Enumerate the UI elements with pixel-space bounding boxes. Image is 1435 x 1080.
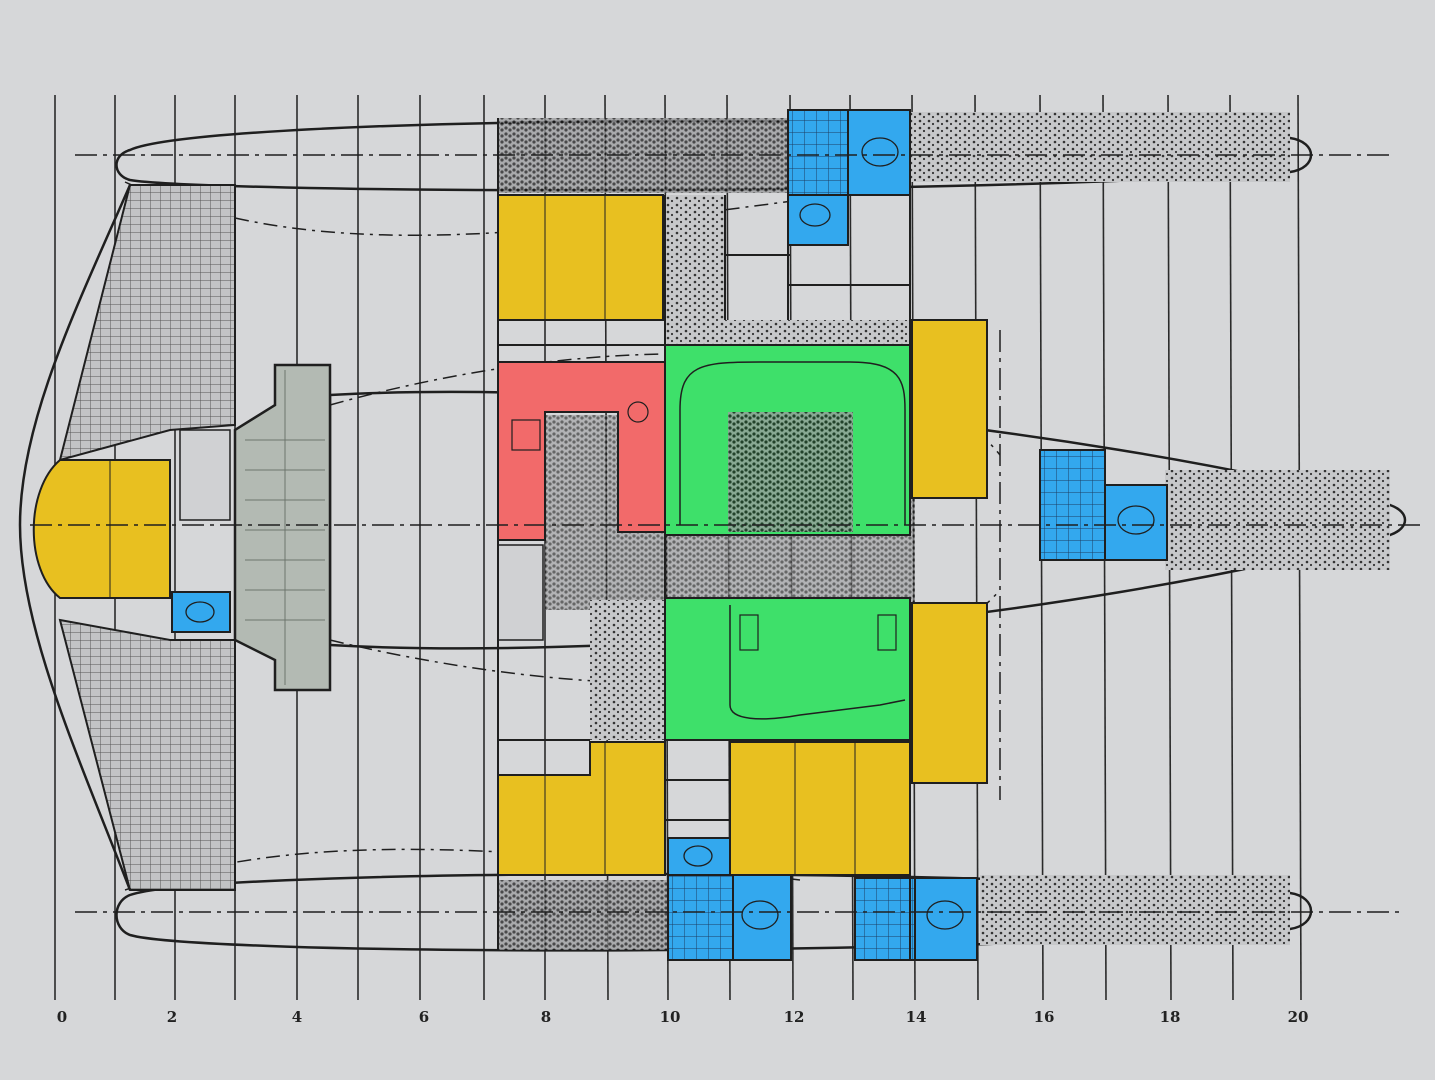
station-line — [974, 94, 979, 1001]
bulkheads — [497, 110, 911, 960]
station-label: 18 — [1160, 1008, 1181, 1026]
aft-steps — [497, 544, 544, 641]
station-label: 0 — [57, 1008, 67, 1026]
berths — [32, 194, 988, 876]
cockpit-structure — [233, 363, 332, 692]
centre-head-shower — [1039, 449, 1106, 561]
centre-hull-forepeak — [1165, 470, 1390, 570]
nav-seat — [739, 614, 759, 651]
station-label: 10 — [660, 1008, 681, 1026]
starboard-fwd-head-shower — [854, 877, 916, 961]
galley-stove-burner — [627, 401, 649, 423]
galley-sink — [511, 419, 541, 451]
bridgedeck-dashed-curve-top — [329, 353, 1001, 456]
port-cabin-berth — [497, 194, 664, 321]
aft-wing-deck — [18, 184, 236, 891]
station-label: 16 — [1034, 1008, 1055, 1026]
wing-deck-upper — [58, 184, 236, 462]
port-head-shower — [787, 109, 849, 196]
starboard-aft-head-wc — [732, 874, 792, 961]
starboard-hull-forepeak — [980, 875, 1290, 945]
port-locker-2 — [665, 320, 915, 345]
starboard-hull-bunk-aft — [498, 880, 668, 950]
station-label: 12 — [784, 1008, 805, 1026]
starboard-fwd-head-wc — [914, 877, 978, 961]
station-label: 8 — [541, 1008, 551, 1026]
port-locker — [665, 195, 725, 320]
forward-settee-port — [911, 319, 988, 499]
saloon-lower — [664, 597, 911, 741]
wing-deck-lower — [58, 618, 236, 891]
station-label: 20 — [1288, 1008, 1309, 1026]
centrelines — [30, 154, 1420, 913]
aft-berth — [32, 459, 171, 599]
port-head-wc — [847, 109, 911, 196]
nav-station-outline — [729, 605, 906, 720]
bridgedeck-dashed-curve-bottom — [329, 589, 1001, 685]
nav-seat-2 — [877, 614, 897, 651]
stern-curve — [18, 184, 132, 891]
starboard-locker — [590, 600, 665, 740]
companionway-steps — [179, 429, 231, 521]
centre-head-wc — [1104, 484, 1168, 561]
station-label: 4 — [292, 1008, 302, 1026]
forward-settee-starboard — [911, 602, 988, 784]
heads — [171, 109, 1168, 961]
station-label-group: 0 2 4 6 8 10 12 14 16 18 20 — [57, 1008, 1309, 1026]
station-label: 6 — [419, 1008, 429, 1026]
station-label: 2 — [167, 1008, 177, 1026]
port-head-basin — [787, 194, 849, 246]
port-hull-forepeak — [910, 112, 1290, 182]
saloon — [664, 344, 911, 741]
station-label: 14 — [906, 1008, 927, 1026]
cockpit-hatching — [245, 370, 325, 685]
starboard-fwd-cabin-berth — [729, 741, 911, 876]
saloon-table — [728, 412, 853, 532]
aft-head — [171, 591, 231, 633]
starboard-aft-head-shower — [667, 874, 734, 961]
starboard-aft-head-basin — [667, 837, 731, 876]
saloon-table-outline — [679, 361, 906, 525]
